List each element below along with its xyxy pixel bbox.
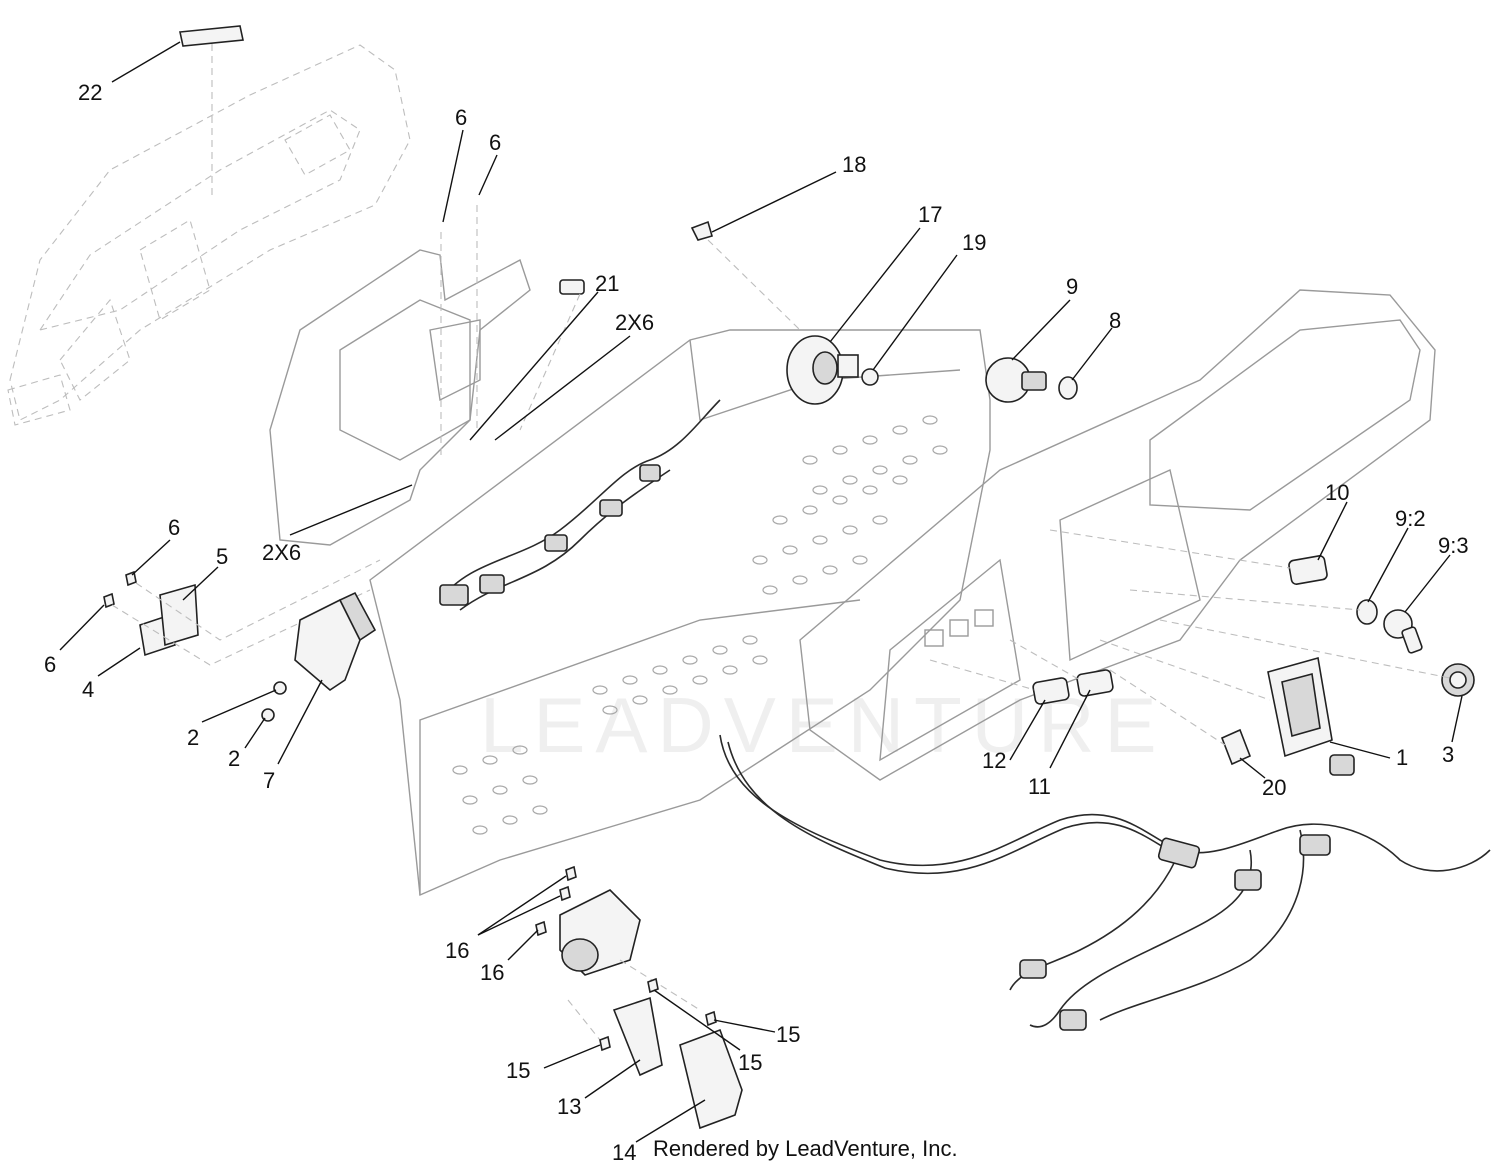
screw-15-c [705,1010,717,1027]
callout-15-c: 15 [776,1022,800,1047]
callout-2-a: 2 [187,725,199,750]
mounting-bracket [269,205,531,546]
callout-13: 13 [557,1094,581,1119]
callout-6-d: 6 [44,652,56,677]
screw-16-b [559,885,571,902]
callout-21: 21 [595,271,619,296]
screw-16-a [565,865,577,882]
callout-20: 20 [1262,775,1286,800]
callout-16-b: 16 [480,960,504,985]
callout-18: 18 [842,152,866,177]
perforation-pattern [452,415,948,835]
switch-10 [1288,555,1328,585]
center-harness [439,399,721,611]
screw-15-b [647,977,659,994]
callout-5: 5 [216,544,228,569]
bolt-18 [690,220,801,331]
callout-4: 4 [82,677,94,702]
callout-12: 12 [982,748,1006,773]
callout-8: 8 [1109,308,1121,333]
screw-15-a [599,1035,611,1052]
credit-text: Rendered by LeadVenture, Inc. [653,1136,958,1161]
callout-15-a: 15 [506,1058,530,1083]
switch-9 [985,357,1047,403]
callout-2x6-b: 2X6 [262,540,301,565]
callout-6-a: 6 [455,105,467,130]
main-harness [719,734,1491,1031]
key-9-3 [1383,609,1423,654]
callout-15-b: 15 [738,1050,762,1075]
pedal-pad-14 [679,1028,743,1130]
sensor-21 [519,279,585,431]
callout-19: 19 [962,230,986,255]
plug-20 [1220,728,1252,766]
washer-8 [1058,376,1078,400]
callout-11: 11 [1028,774,1051,799]
callout-6-c: 6 [168,515,180,540]
firewall-panel [369,329,991,897]
screw-16-c [535,920,547,937]
callout-7: 7 [263,768,275,793]
callout-3: 3 [1442,742,1454,767]
pedal-assembly [535,865,743,1130]
screw-6-left-b [125,570,137,587]
decal-22 [179,25,244,200]
callout-9: 9 [1066,274,1078,299]
switch-12 [1032,677,1070,705]
horn-17 [786,335,859,405]
clip-5 [159,583,199,647]
dash-housing [799,289,1436,781]
switch-11 [1076,669,1114,697]
callout-2x6-a: 2X6 [615,310,654,335]
display-module-1 [1267,656,1333,758]
callout-2-b: 2 [228,746,240,771]
callout-10: 10 [1325,480,1349,505]
screw-6-left-a [103,592,115,609]
assembly-lines [929,529,1451,746]
callout-9-3: 9:3 [1438,533,1469,558]
pedal-pad-13 [612,996,663,1077]
leader-lines [59,41,1463,1143]
callout-16-a: 16 [445,938,469,963]
callout-22: 22 [78,80,102,105]
callout-1: 1 [1396,745,1408,770]
nut-2-a [273,681,287,695]
bezel-9-2 [1356,599,1378,625]
callout-9-2: 9:2 [1395,506,1426,531]
callout-labels: 22 6 6 18 17 19 9 8 21 2X6 2X6 6 5 6 4 2… [44,80,1469,1165]
dashboard-ghost [7,44,411,426]
callout-6-b: 6 [489,130,501,155]
power-outlet-3 [1441,663,1475,697]
controller-7 [294,591,377,692]
callout-17: 17 [918,202,942,227]
nut-19 [861,368,879,386]
callout-14: 14 [612,1140,636,1165]
